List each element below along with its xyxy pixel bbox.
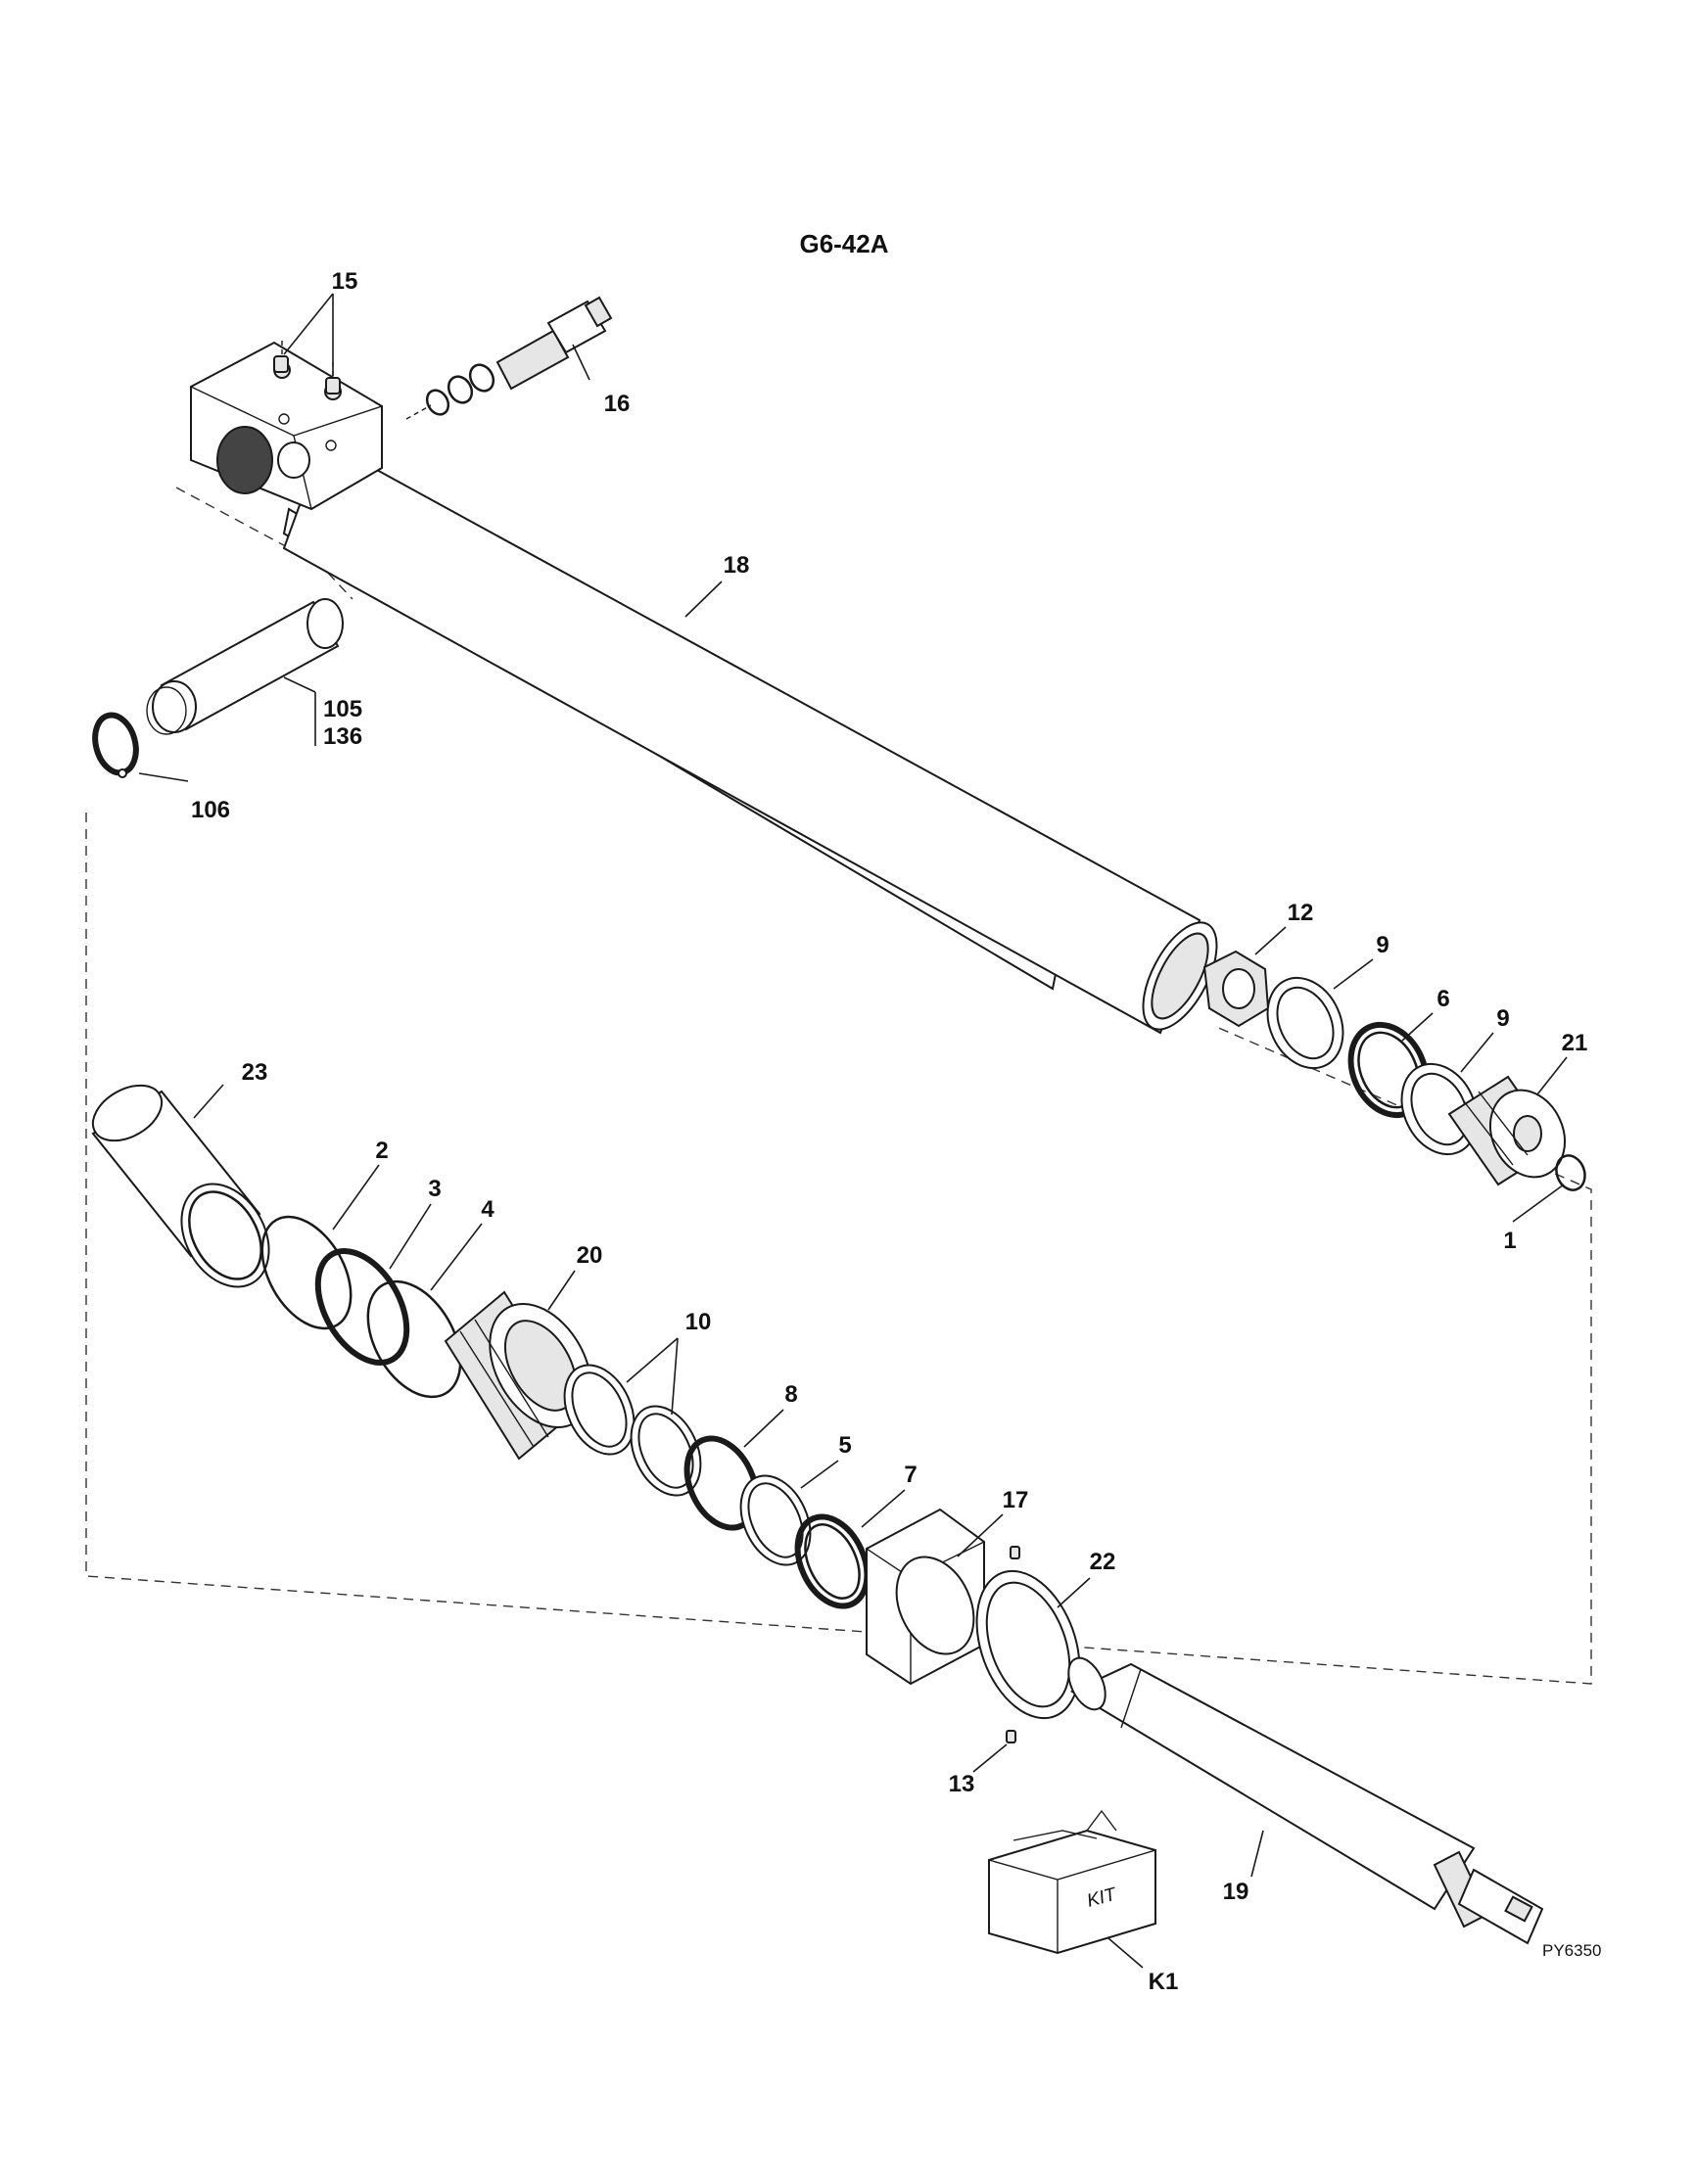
leader-lines (138, 293, 1568, 1969)
callout-10: 10 (685, 1309, 712, 1335)
callout-5: 5 (838, 1432, 851, 1459)
callout-20: 20 (577, 1242, 603, 1269)
relief-valve-cartridge (405, 296, 613, 420)
callout-K1: K1 (1149, 1969, 1179, 1995)
callout-6: 6 (1436, 986, 1449, 1012)
retaining-ring (975, 1569, 1081, 1720)
snap-ring (92, 712, 139, 778)
callout-1: 1 (1503, 1228, 1516, 1254)
pin-bushing (146, 598, 344, 735)
callout-labels: 15 16 18 105 136 106 12 9 6 9 21 1 23 2 … (191, 268, 1587, 1995)
callout-16: 16 (604, 391, 631, 417)
callout-9a: 9 (1376, 932, 1389, 958)
callout-106: 106 (191, 797, 230, 823)
callout-17: 17 (1003, 1487, 1029, 1513)
diagram-title: G6-42A (799, 229, 888, 258)
callout-22: 22 (1090, 1549, 1116, 1575)
piston-nut (1202, 950, 1270, 1028)
callout-19: 19 (1223, 1879, 1249, 1905)
kit-box: KIT (988, 1809, 1156, 1955)
callout-4: 4 (481, 1196, 494, 1223)
callout-3: 3 (428, 1176, 441, 1202)
callout-13: 13 (949, 1771, 975, 1797)
set-screws (1006, 1546, 1020, 1743)
callout-21: 21 (1562, 1030, 1588, 1056)
piston-o-ring (1555, 1154, 1586, 1191)
callout-9b: 9 (1496, 1005, 1509, 1032)
callout-136: 136 (323, 723, 362, 750)
piston (1447, 1075, 1566, 1186)
piston-rod (1067, 1656, 1544, 1945)
callout-2: 2 (375, 1138, 388, 1164)
cylinder-barrel (190, 341, 1218, 1035)
sleeve (91, 1084, 270, 1288)
upper-ring-set (1266, 976, 1479, 1156)
callout-7: 7 (904, 1462, 917, 1488)
callout-105: 105 (323, 696, 362, 722)
drawing-code: PY6350 (1542, 1941, 1602, 1960)
callout-8: 8 (784, 1381, 797, 1408)
callout-12: 12 (1288, 900, 1314, 926)
retainer-block (866, 1508, 985, 1686)
callout-23: 23 (242, 1059, 268, 1086)
callout-18: 18 (724, 552, 750, 579)
wear-ring-pair (563, 1364, 702, 1497)
rod-seal-set (683, 1435, 871, 1609)
gland-seal-rings (260, 1215, 462, 1399)
callout-15: 15 (332, 268, 358, 295)
